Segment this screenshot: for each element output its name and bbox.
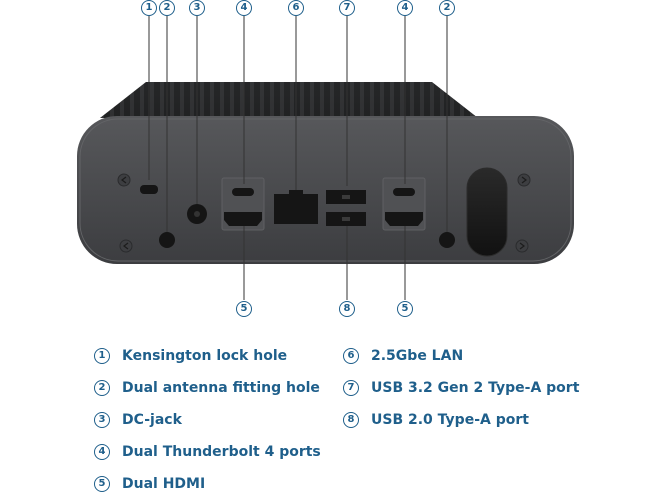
callout-number: 5 xyxy=(236,301,252,317)
callout-number: 1 xyxy=(141,0,157,16)
screw-icon xyxy=(517,173,531,187)
legend-item: 8 USB 2.0 Type-A port xyxy=(343,410,529,430)
callout-number: 2 xyxy=(159,0,175,16)
callout-number: 6 xyxy=(288,0,304,16)
legend-item: 6 2.5Gbe LAN xyxy=(343,346,463,366)
screw-icon xyxy=(119,239,133,253)
legend-item: 2 Dual antenna fitting hole xyxy=(94,378,320,398)
legend-item: 5 Dual HDMI xyxy=(94,474,205,494)
callout-number: 4 xyxy=(236,0,252,16)
antenna-hole-right xyxy=(439,232,455,248)
legend-label: Dual Thunderbolt 4 ports xyxy=(122,444,321,460)
hdmi-port-right xyxy=(385,212,423,226)
callout-number: 2 xyxy=(439,0,455,16)
legend-item: 4 Dual Thunderbolt 4 ports xyxy=(94,442,321,462)
callout-number: 4 xyxy=(397,0,413,16)
legend-label: USB 2.0 Type-A port xyxy=(371,412,529,428)
legend-number: 8 xyxy=(343,412,359,428)
thunderbolt-port-right xyxy=(393,188,415,196)
legend-number: 5 xyxy=(94,476,110,492)
legend-label: DC-jack xyxy=(122,412,182,428)
callout-number: 7 xyxy=(339,0,355,16)
power-button-pill xyxy=(466,167,508,257)
legend-number: 6 xyxy=(343,348,359,364)
lan-port xyxy=(274,194,318,224)
legend-item: 1 Kensington lock hole xyxy=(94,346,287,366)
heatsink-fins xyxy=(100,82,478,118)
legend-item: 7 USB 3.2 Gen 2 Type-A port xyxy=(343,378,579,398)
antenna-hole-left xyxy=(159,232,175,248)
legend-number: 3 xyxy=(94,412,110,428)
legend-number: 7 xyxy=(343,380,359,396)
legend-number: 1 xyxy=(94,348,110,364)
callout-number: 5 xyxy=(397,301,413,317)
legend-label: USB 3.2 Gen 2 Type-A port xyxy=(371,380,580,396)
legend-label: Kensington lock hole xyxy=(122,348,288,364)
screw-icon xyxy=(117,173,131,187)
legend-label: Dual HDMI xyxy=(122,476,206,492)
legend-item: 3 DC-jack xyxy=(94,410,182,430)
callout-number: 3 xyxy=(189,0,205,16)
callout-number: 8 xyxy=(339,301,355,317)
kensington-lock-hole xyxy=(140,185,158,194)
legend-label: Dual antenna fitting hole xyxy=(122,380,320,396)
legend-number: 2 xyxy=(94,380,110,396)
callout-lines xyxy=(148,16,448,300)
chassis-body xyxy=(77,116,574,264)
legend-number: 4 xyxy=(94,444,110,460)
hdmi-port-left xyxy=(224,212,262,226)
legend-label: 2.5Gbe LAN xyxy=(371,348,464,364)
thunderbolt-port-left xyxy=(232,188,254,196)
screw-icon xyxy=(515,239,529,253)
